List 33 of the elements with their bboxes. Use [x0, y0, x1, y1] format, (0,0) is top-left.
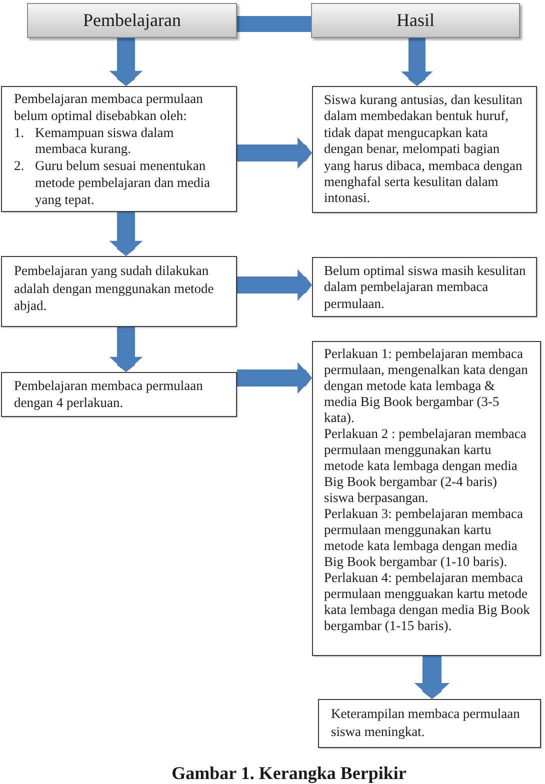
block-arrow [237, 362, 312, 394]
block-arrow [401, 38, 433, 86]
text-box [312, 86, 537, 213]
block-arrow [237, 269, 312, 301]
block-arrow [237, 137, 312, 169]
header-box [27, 3, 237, 38]
text-box [312, 257, 537, 317]
text-box [318, 699, 541, 748]
text-box [312, 341, 541, 656]
header-text: Pembelajaran [83, 10, 181, 31]
list-item: 1. Kemampuan siswa dalam membaca kurang. [14, 124, 175, 158]
text-box [1, 372, 237, 417]
box-text: Belum optimal siswa masih kesulitan dalam pembelajaran membaca permulaan. [324, 263, 527, 312]
box-text: Pembelajaran membaca permulaan dengan 4 perlakuan. [14, 378, 204, 412]
header-box [311, 3, 520, 38]
text-box [1, 256, 237, 327]
figure-caption: Gambar 1. Kerangka Berpikir [172, 763, 406, 783]
box-text: Perlakuan 1: pembelajaran membaca permulaan, mengenalkan kata dengan dengan metode kata lembaga & media Big Book bergambar (3-5 kata). [324, 346, 529, 426]
block-arrow [109, 38, 143, 86]
connector-bar [237, 16, 311, 32]
box-text: Siswa kurang antusias, dan kesulitan dalam membedakan bentuk huruf, tidak dapat mengucapkan kata dengan benar, melompati bagian yang harus dibaca, membaca dengan menghafal serta kesulitan dalam intonasi. [324, 92, 524, 207]
box-text: Perlakuan 3: pembelajaran membaca permulaan menggunakan kartu metode kata lembaga dengan media Big Book bergambar (1-10 baris). [324, 506, 524, 570]
block-arrow [109, 212, 143, 256]
box-text: Keterampilan membaca permulaan siswa meningkat. [331, 705, 521, 740]
text-box [1, 86, 237, 212]
block-arrow [414, 656, 450, 699]
list-item: 2. Guru belum sesuai menentukan metode pembelajaran dan media yang tepat. [14, 158, 212, 209]
box-text: Pembelajaran yang sudah dilakukan adalah dengan menggunakan metode abjad. [14, 262, 215, 314]
box-text: Pembelajaran membaca permulaan belum optimal disebabkan oleh: [14, 91, 204, 125]
box-text: Perlakuan 2 : pembelajaran membaca permulaan menggunakan kartu metode kata lembaga dengan media Big Book bergambar (2-4 baris) siswa berpasangan. [324, 426, 528, 506]
header-text: Hasil [396, 10, 434, 31]
block-arrow [109, 327, 143, 372]
box-text: Perlakuan 4: pembelajaran membaca permulaan mengguakan kartu metode kata lembaga dengan media Big Book bergambar (1-15 baris). [324, 570, 530, 634]
